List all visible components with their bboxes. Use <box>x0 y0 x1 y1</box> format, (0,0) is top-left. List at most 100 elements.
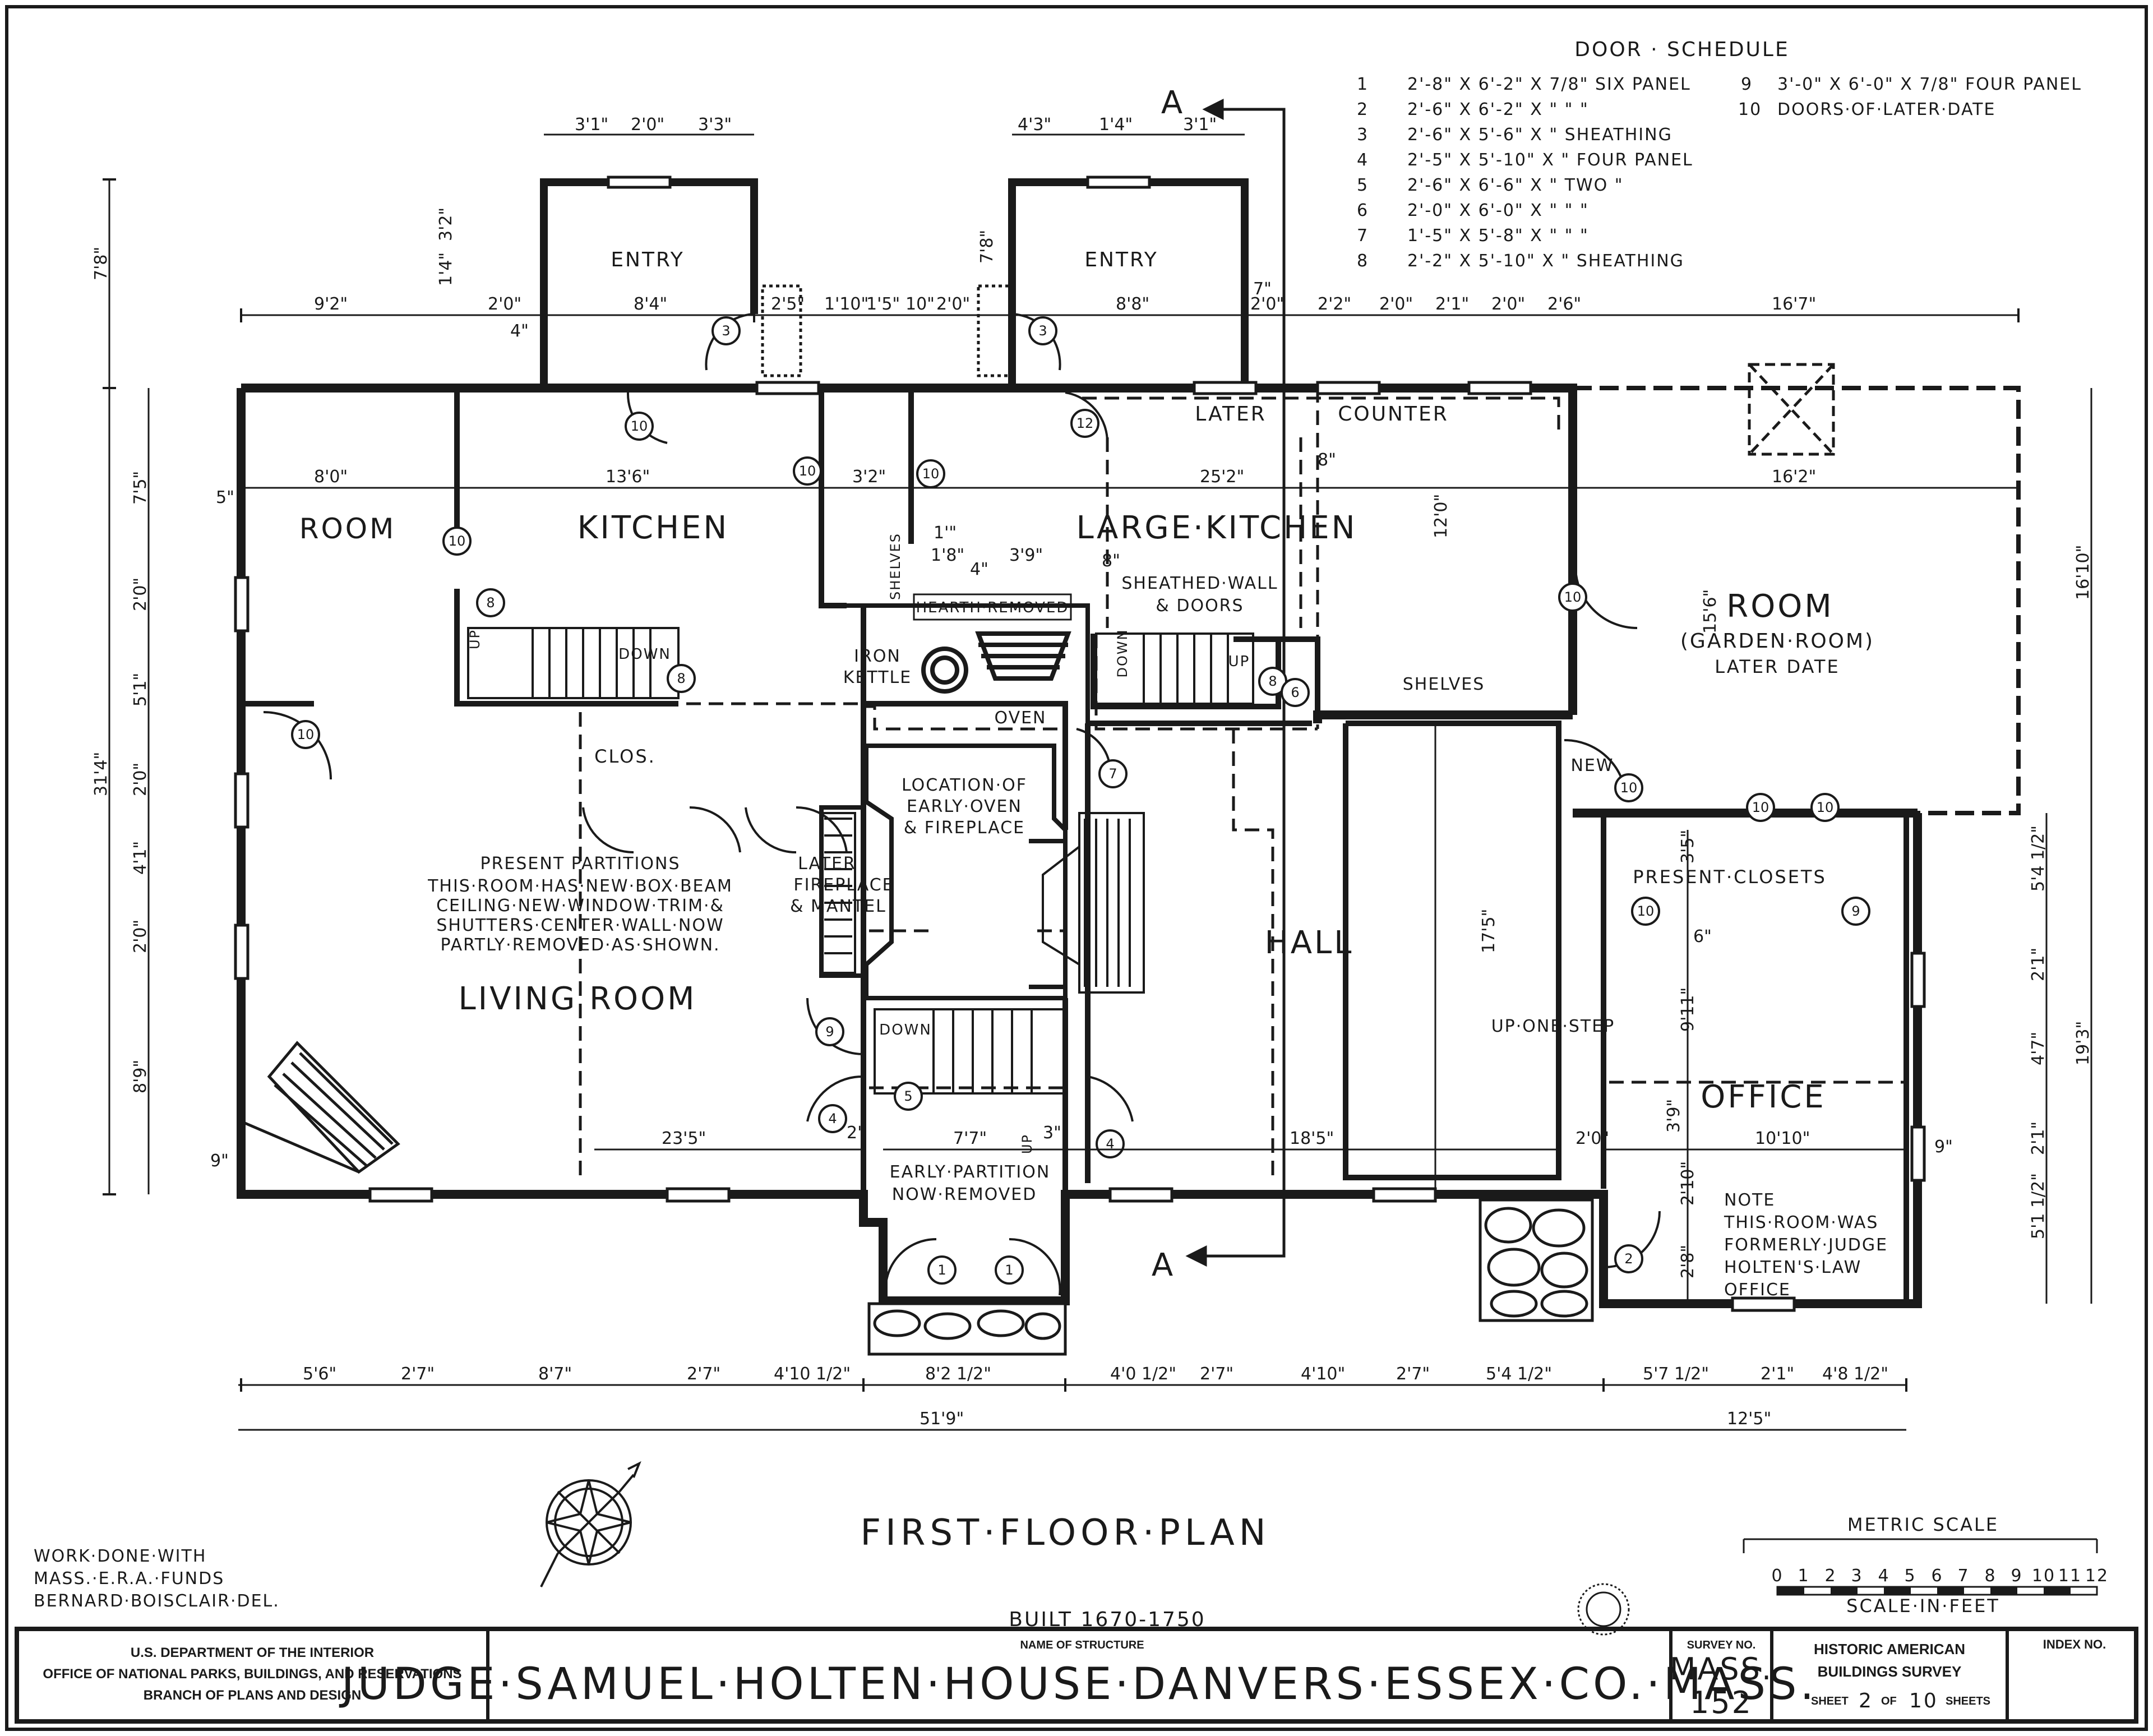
door-schedule-title: DOOR · SCHEDULE <box>1574 38 1789 61</box>
later-date-label: LATER DATE <box>1715 656 1840 677</box>
dimension-label: 8'8" <box>1116 294 1149 314</box>
later-fireplace-note: FIREPLACE <box>793 875 894 895</box>
office-note: NOTE <box>1724 1190 1775 1210</box>
dimension-label: 4'10 1/2" <box>774 1364 851 1384</box>
door-schedule-num: 5 <box>1357 176 1369 195</box>
scale-tick: 3 <box>1851 1566 1863 1586</box>
dimension-label: 2'0" <box>631 115 664 135</box>
dimension-label: 2'5" <box>771 294 805 314</box>
dimension-label: 4'3" <box>1018 115 1051 135</box>
door-schedule-item: 2'-6" X 6'-2" X " " " <box>1407 100 1589 119</box>
sheathed-wall-note: & DOORS <box>1156 596 1244 616</box>
door-schedule-item: 2'-6" X 6'-6" X " TWO " <box>1407 176 1624 195</box>
dimension-label: 18'5" <box>1290 1129 1334 1148</box>
structure-name: JUDGE·SAMUEL·HOLTEN·HOUSE·DANVERS·ESSEX·… <box>339 1659 1818 1710</box>
door-tag: 10 <box>1752 800 1769 815</box>
closet-label: CLOS. <box>594 746 656 767</box>
dimension-label: 8" <box>1102 551 1120 571</box>
dimension-label: 12'0" <box>1431 494 1451 538</box>
dimension-label: 2'1" <box>1435 294 1469 314</box>
stair-up-note: UP <box>467 629 483 649</box>
entry-walls <box>540 178 1249 388</box>
dimension-label: 7'7" <box>953 1129 987 1148</box>
door-tag: 10 <box>631 418 648 434</box>
section-mark-top: A <box>1161 85 1185 121</box>
living-room-label: LIVING ROOM <box>458 981 696 1017</box>
entry-right-label: ENTRY <box>1084 248 1158 271</box>
room-labels: ENTRY ENTRY ROOM KITCHEN LARGE·KITCHEN L… <box>299 248 1874 1115</box>
dimension-label: 2'0" <box>1491 294 1525 314</box>
scale-tick: 0 <box>1771 1566 1783 1586</box>
sheet-total: 10 <box>1909 1689 1938 1712</box>
dimension-label: 10'10" <box>1755 1129 1810 1148</box>
survey-number: MASS. <box>1670 1651 1773 1687</box>
plan-title: FIRST·FLOOR·PLAN <box>860 1512 1270 1554</box>
dimension-label: 9'2" <box>314 294 348 314</box>
partitions-note: PRESENT PARTITIONS <box>481 854 681 874</box>
dimension-label: 2'1" <box>2029 1121 2048 1155</box>
office-note: OFFICE <box>1724 1280 1791 1300</box>
habs-label: HISTORIC AMERICAN <box>1814 1641 1965 1657</box>
dimension-label: 2'0" <box>131 763 150 796</box>
dimension-label: 31'4" <box>91 752 111 796</box>
dimension-label: 4'1" <box>131 841 150 875</box>
dimension-label: 19'3" <box>2073 1021 2093 1065</box>
dimension-label: 3'9" <box>1009 546 1043 565</box>
partitions-note: PARTLY·REMOVED·AS·SHOWN. <box>440 935 720 955</box>
garden-room-label: (GARDEN·ROOM) <box>1680 630 1874 653</box>
dimension-label: 9'11" <box>1678 987 1698 1032</box>
dimension-label: 2'6" <box>1547 294 1581 314</box>
dimension-label: 2'7" <box>1200 1364 1233 1384</box>
garden-room-outline <box>1573 386 2021 815</box>
sheathed-wall-note: SHEATHED·WALL <box>1121 574 1278 593</box>
dimension-label: 8" <box>1318 450 1336 470</box>
sheet-suffix: SHEETS <box>1946 1695 1990 1707</box>
dept-line: U.S. DEPARTMENT OF THE INTERIOR <box>131 1645 374 1660</box>
scale-tick: 2 <box>1824 1566 1836 1586</box>
dimension-label: 23'5" <box>662 1129 706 1148</box>
dimension-label: 1'5" <box>866 294 900 314</box>
later-fireplace-note: LATER <box>798 854 856 874</box>
dimension-ticks <box>103 178 2020 1392</box>
habs-label: BUILDINGS SURVEY <box>1818 1663 1962 1680</box>
dimension-label: 15'6" <box>1701 589 1720 634</box>
door-tag: 10 <box>1637 903 1655 919</box>
dimension-label: 5'4 1/2" <box>1486 1364 1552 1384</box>
door-tag: 10 <box>1620 780 1638 796</box>
door-tag: 10 <box>1817 800 1834 815</box>
dimension-label: 8'9" <box>131 1060 150 1093</box>
iron-kettle-note: KETTLE <box>843 668 912 687</box>
dimension-label: 2'0" <box>488 294 521 314</box>
door-schedule-item: DOORS·OF·LATER·DATE <box>1777 100 1995 119</box>
interior-walls <box>241 388 1909 1301</box>
dimension-label: 9" <box>210 1151 229 1171</box>
structure-name-label: NAME OF STRUCTURE <box>1020 1639 1144 1651</box>
office-label: OFFICE <box>1701 1079 1826 1115</box>
dimension-label: 4'10" <box>1301 1364 1345 1384</box>
dimension-labels: 3'1" 2'0" 3'3" 4'3" 1'4" 3'1" 9'2" 2'0" … <box>91 115 2093 1429</box>
door-schedule-num: 8 <box>1357 251 1369 271</box>
scale-bar: METRIC SCALE 0 1 2 3 4 5 6 7 8 9 10 11 1… <box>1743 1514 2108 1617</box>
dimension-label: 6" <box>1693 927 1712 947</box>
door-tag: 9 <box>1851 903 1860 919</box>
dimension-label: 3'1" <box>1183 115 1217 135</box>
partitions-note: SHUTTERS·CENTER·WALL·NOW <box>436 916 724 935</box>
credit-line: WORK·DONE·WITH <box>34 1546 206 1566</box>
door-tag: 6 <box>1291 685 1299 700</box>
fireplace-hatching <box>820 812 1145 994</box>
dimension-label: 16'10" <box>2073 545 2093 600</box>
door-tag: 5 <box>904 1088 912 1104</box>
section-mark-bottom: A <box>1152 1247 1175 1283</box>
door-tag: 10 <box>297 727 315 742</box>
door-tag: 10 <box>922 466 940 482</box>
index-number-label: INDEX NO. <box>2043 1637 2106 1651</box>
partitions-note: THIS·ROOM·HAS·NEW·BOX·BEAM <box>427 876 733 896</box>
scale-tick: 8 <box>1984 1566 1996 1586</box>
door-schedule-num: 6 <box>1357 201 1369 220</box>
dimension-label: 51'9" <box>920 1409 964 1429</box>
plan-notes: HEARTH·REMOVED IRON KETTLE OVEN SHELVES … <box>427 533 1887 1300</box>
dashed-partitions <box>579 388 1906 1183</box>
dimension-label: 16'7" <box>1772 294 1816 314</box>
dimension-label: 2'0" <box>936 294 970 314</box>
